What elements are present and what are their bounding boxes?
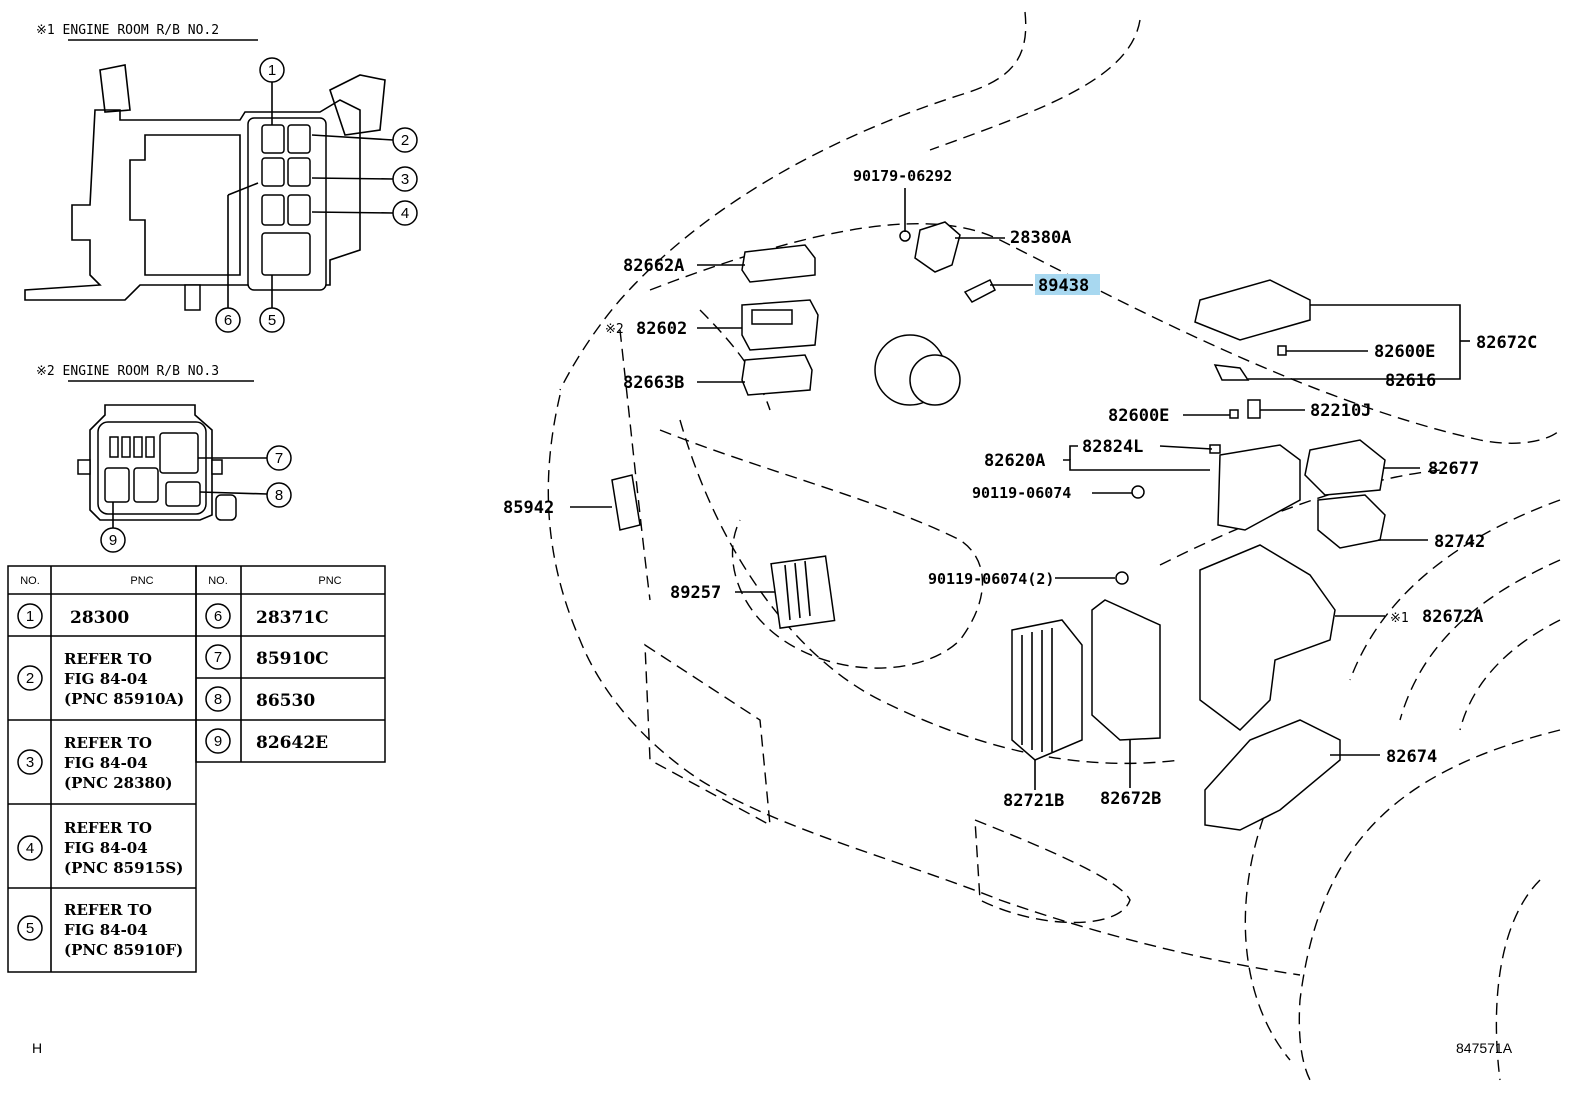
table-header-pnc-2: PNC — [318, 575, 341, 587]
callout-5: 5 — [259, 307, 285, 333]
table-header-no-2: NO. — [208, 575, 228, 587]
svg-text:4: 4 — [26, 840, 34, 857]
svg-text:3: 3 — [26, 754, 34, 771]
svg-text:6: 6 — [224, 312, 232, 329]
part-label[interactable]: 82674 — [1386, 747, 1437, 767]
table-row: 1 28300 — [17, 603, 129, 629]
svg-text:2: 2 — [401, 132, 409, 149]
part-label[interactable]: 82210J — [1310, 401, 1371, 421]
part-label[interactable]: 28380A — [1010, 228, 1071, 248]
callout-9: 9 — [100, 527, 126, 553]
inset-no2-title: ※1 ENGINE ROOM R/B NO.2 — [36, 23, 219, 38]
svg-text:(PNC 85910A): (PNC 85910A) — [64, 690, 184, 708]
part-label[interactable]: 82672C — [1476, 333, 1537, 353]
svg-text:9: 9 — [109, 532, 117, 549]
svg-text:8: 8 — [214, 691, 222, 708]
callout-7: 7 — [266, 445, 292, 471]
svg-text:(PNC 28380): (PNC 28380) — [64, 774, 173, 792]
part-label[interactable]: 82672A — [1422, 607, 1483, 627]
svg-text:REFER TO: REFER TO — [64, 819, 152, 837]
part-label[interactable]: 90119-06074 — [972, 484, 1071, 502]
inset-engine-room-rb-no2: ※1 ENGINE ROOM R/B NO.2 1 2 3 4 5 6 — [24, 23, 418, 333]
svg-text:FIG 84-04: FIG 84-04 — [64, 839, 148, 857]
part-label[interactable]: 82602 — [636, 319, 687, 339]
highlight-89438 — [1035, 274, 1100, 295]
part-label[interactable]: 82677 — [1428, 459, 1479, 479]
table-row: 4 REFER TO FIG 84-04 (PNC 85915S) — [17, 819, 183, 877]
part-label[interactable]: 85942 — [503, 498, 554, 518]
part-label[interactable]: 82620A — [984, 451, 1045, 471]
part-label[interactable]: 89257 — [670, 583, 721, 603]
part-label[interactable]: 82721B — [1003, 791, 1064, 811]
svg-text:2: 2 — [26, 670, 34, 687]
svg-text:(PNC 85915S): (PNC 85915S) — [64, 859, 183, 877]
svg-text:1: 1 — [26, 608, 34, 625]
callout-4: 4 — [392, 200, 418, 226]
svg-text:FIG 84-04: FIG 84-04 — [64, 754, 148, 772]
relay-box-marker: ※1 — [1390, 611, 1409, 626]
table-header-no: NO. — [20, 575, 40, 587]
part-drawings — [611, 221, 1386, 831]
svg-text:6: 6 — [214, 608, 222, 625]
svg-text:FIG 84-04: FIG 84-04 — [64, 670, 148, 688]
part-label[interactable]: 90119-06074(2) — [928, 570, 1054, 588]
part-label[interactable]: 82600E — [1374, 342, 1435, 362]
callout-3: 3 — [392, 166, 418, 192]
callout-2: 2 — [392, 127, 418, 153]
part-label[interactable]: 90179-06292 — [853, 167, 952, 185]
part-label-highlighted[interactable]: 89438 — [1038, 276, 1089, 296]
svg-text:FIG 84-04: FIG 84-04 — [64, 921, 148, 939]
svg-text:REFER TO: REFER TO — [64, 734, 152, 752]
svg-text:86530: 86530 — [256, 691, 315, 711]
table-row: 9 82642E — [205, 728, 328, 754]
svg-text:5: 5 — [268, 312, 276, 329]
part-label[interactable]: 82672B — [1100, 789, 1161, 809]
table-header-pnc: PNC — [130, 575, 153, 587]
svg-text:4: 4 — [401, 205, 409, 222]
pnc-table: NO. PNC NO. PNC 1 28300 2 REFER TO FIG 8… — [7, 565, 386, 973]
svg-text:28371C: 28371C — [256, 608, 329, 628]
svg-text:8: 8 — [275, 487, 283, 504]
vehicle-outline — [547, 11, 1561, 1081]
part-label[interactable]: 82742 — [1434, 532, 1485, 552]
table-row: 6 28371C — [205, 603, 329, 629]
illustration-number: 847571A — [1456, 1040, 1513, 1056]
svg-text:9: 9 — [214, 733, 222, 750]
svg-text:82642E: 82642E — [256, 733, 328, 753]
table-row: 3 REFER TO FIG 84-04 (PNC 28380) — [17, 734, 173, 792]
svg-text:REFER TO: REFER TO — [64, 901, 152, 919]
svg-text:REFER TO: REFER TO — [64, 650, 152, 668]
svg-text:3: 3 — [401, 171, 409, 188]
footer-left-code: H — [32, 1040, 42, 1056]
leader-lines — [570, 188, 1470, 790]
part-label[interactable]: 82662A — [623, 256, 684, 276]
part-labels: 90179-06292 28380A 89438 82662A ※2 82602… — [503, 167, 1537, 811]
callout-6: 6 — [215, 307, 241, 333]
inset-engine-room-rb-no3: ※2 ENGINE ROOM R/B NO.3 7 8 9 — [36, 364, 292, 553]
part-label[interactable]: 82616 — [1385, 371, 1436, 391]
svg-text:28300: 28300 — [70, 608, 129, 628]
table-row: 2 REFER TO FIG 84-04 (PNC 85910A) — [17, 650, 184, 708]
part-label[interactable]: 82824L — [1082, 437, 1143, 457]
svg-text:7: 7 — [275, 450, 283, 467]
callout-1: 1 — [259, 57, 285, 83]
table-row: 8 86530 — [205, 686, 315, 712]
svg-text:1: 1 — [268, 62, 276, 79]
part-label[interactable]: 82663B — [623, 373, 684, 393]
part-label[interactable]: 82600E — [1108, 406, 1169, 426]
svg-text:85910C: 85910C — [256, 649, 329, 669]
svg-text:7: 7 — [214, 649, 222, 666]
svg-text:(PNC 85910F): (PNC 85910F) — [64, 941, 183, 959]
relay-block-marker: ※2 — [605, 322, 624, 337]
table-row: 5 REFER TO FIG 84-04 (PNC 85910F) — [17, 901, 183, 959]
table-row: 7 85910C — [205, 644, 329, 670]
callout-8: 8 — [266, 482, 292, 508]
svg-text:5: 5 — [26, 920, 34, 937]
inset-no3-title: ※2 ENGINE ROOM R/B NO.3 — [36, 364, 219, 379]
